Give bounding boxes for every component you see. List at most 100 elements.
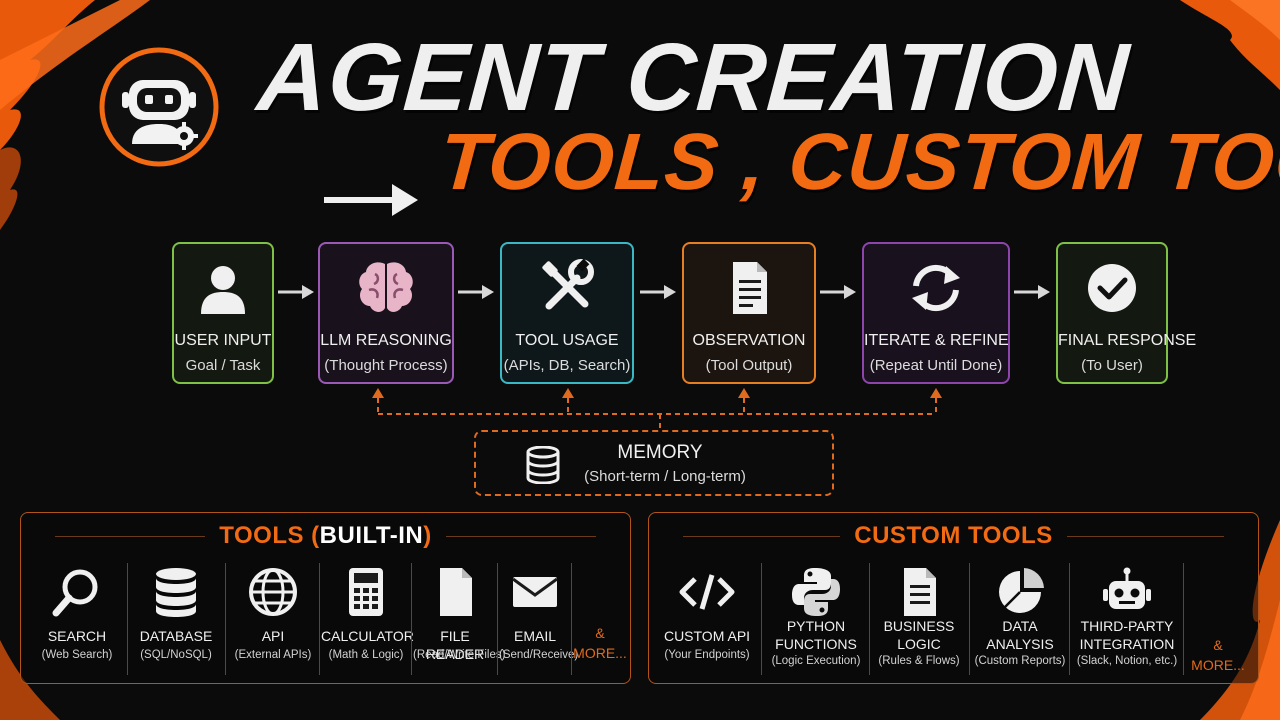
tool-title: FILE READER	[425, 628, 485, 662]
checkmark-icon	[1088, 264, 1136, 312]
flow-step-user-input: USER INPUT Goal / Task	[172, 242, 274, 384]
tool-data-analysis: DATA ANALYSIS (Custom Reports)	[971, 561, 1069, 677]
tool-subtitle: (SQL/NoSQL)	[140, 649, 212, 661]
right-arrow-icon	[324, 184, 418, 216]
divider	[869, 563, 870, 675]
document-icon	[904, 568, 936, 616]
flow-step-subtitle: Goal / Task	[185, 357, 261, 374]
database-icon	[526, 446, 560, 484]
flow-step-title: USER INPUT	[174, 332, 272, 349]
tool-title: EMAIL	[513, 628, 556, 644]
tools-icon	[542, 258, 594, 310]
builtin-tools-title: TOOLS (BUILT-IN)	[219, 522, 432, 549]
divider	[571, 563, 572, 675]
divider	[319, 563, 320, 675]
flow-step-title: LLM REASONING	[320, 332, 452, 349]
brain-icon	[359, 262, 413, 312]
document-icon	[733, 262, 767, 314]
file-icon	[440, 568, 472, 616]
more-tools-label: & MORE...	[1191, 637, 1245, 673]
tool-title: API	[261, 628, 285, 644]
flow-step-subtitle: (Repeat Until Done)	[869, 357, 1003, 374]
flow-step-title: TOOL USAGE	[515, 332, 619, 349]
robot-gear-icon	[99, 47, 219, 167]
tool-business-logic: BUSINESS LOGIC (Rules & Flows)	[871, 561, 967, 677]
flow-step-subtitle: (Thought Process)	[324, 357, 448, 374]
flow-step-tool-usage: TOOL USAGE (APIs, DB, Search)	[500, 242, 634, 384]
tool-database: DATABASE (SQL/NoSQL)	[129, 561, 223, 677]
flow-arrow	[640, 285, 676, 299]
tool-file-reader: FILE READER (Read/Write Files)	[413, 561, 506, 677]
tool-title: PYTHON FUNCTIONS	[775, 618, 857, 652]
divider	[761, 563, 762, 675]
memory-box: MEMORY (Short-term / Long-term)	[474, 430, 834, 496]
divider	[969, 563, 970, 675]
tool-subtitle: (Send/Receive)	[499, 649, 579, 661]
divider	[1183, 563, 1184, 675]
panel-header: TOOLS (BUILT-IN)	[41, 521, 610, 551]
tool-title: DATABASE	[139, 628, 213, 644]
builtin-tools-panel: TOOLS (BUILT-IN) SEARCH (Web Search) DAT…	[20, 512, 631, 684]
tool-title: THIRD-PARTY INTEGRATION	[1079, 618, 1175, 652]
flow-step-llm-reasoning: LLM REASONING (Thought Process)	[318, 242, 454, 384]
flow-step-final-response: FINAL RESPONSE (To User)	[1056, 242, 1197, 384]
tool-title: CALCULATOR	[321, 628, 414, 644]
divider	[411, 563, 412, 675]
title-tools-custom-tools: TOOLS , CUSTOM TOOLS	[436, 117, 1280, 206]
tool-subtitle: (Read/Write Files)	[413, 649, 506, 661]
flow-step-title: OBSERVATION	[692, 332, 806, 349]
pie-chart-icon	[999, 568, 1044, 613]
title-agent-creation: AGENT CREATION	[254, 24, 1133, 131]
divider	[127, 563, 128, 675]
search-icon	[52, 569, 98, 617]
divider	[1069, 563, 1070, 675]
user-icon	[201, 266, 245, 314]
flow-step-title: ITERATE & REFINE	[864, 332, 1009, 349]
divider	[497, 563, 498, 675]
robot-icon	[1103, 567, 1151, 609]
refresh-icon	[912, 264, 960, 312]
flow-arrow	[458, 285, 494, 299]
tool-subtitle: (Slack, Notion, etc.)	[1076, 655, 1178, 667]
memory-subtitle: (Short-term / Long-term)	[584, 468, 746, 485]
flow-step-subtitle: (APIs, DB, Search)	[503, 357, 631, 374]
panel-header: CUSTOM TOOLS	[669, 521, 1238, 551]
tool-api: API (External APIs)	[227, 561, 319, 677]
memory-connector-lines	[372, 388, 942, 430]
tool-subtitle: (External APIs)	[234, 649, 312, 661]
python-icon	[792, 568, 840, 616]
envelope-icon	[512, 577, 558, 607]
flow-step-observation: OBSERVATION (Tool Output)	[682, 242, 816, 384]
divider	[225, 563, 226, 675]
flow-step-subtitle: (To User)	[1081, 357, 1143, 374]
flow-arrow	[820, 285, 856, 299]
memory-title: MEMORY	[617, 442, 703, 463]
flow-arrow	[1014, 285, 1050, 299]
tool-subtitle: (Rules & Flows)	[878, 655, 960, 667]
tool-subtitle: (Logic Execution)	[771, 655, 861, 667]
tool-custom-api: CUSTOM API (Your Endpoints)	[655, 561, 759, 677]
tool-subtitle: (Your Endpoints)	[664, 649, 750, 661]
tool-calculator: CALCULATOR (Math & Logic)	[321, 561, 414, 677]
tool-subtitle: (Math & Logic)	[328, 649, 404, 661]
tool-subtitle: (Web Search)	[41, 649, 113, 661]
tool-python-functions: PYTHON FUNCTIONS (Logic Execution)	[763, 561, 869, 677]
flow-step-title: FINAL RESPONSE	[1058, 332, 1197, 349]
calculator-icon	[349, 568, 383, 616]
flow-step-subtitle: (Tool Output)	[705, 357, 793, 374]
tool-search: SEARCH (Web Search)	[29, 561, 125, 677]
custom-tools-title: CUSTOM TOOLS	[854, 522, 1053, 549]
custom-tools-panel: CUSTOM TOOLS CUSTOM API (Your Endpoints)…	[648, 512, 1259, 684]
tool-third-party-integration: THIRD-PARTY INTEGRATION (Slack, Notion, …	[1071, 561, 1183, 677]
flow-arrow	[278, 285, 314, 299]
tool-title: CUSTOM API	[663, 628, 751, 644]
tool-title: BUSINESS LOGIC	[883, 618, 955, 652]
globe-icon	[249, 568, 297, 616]
tool-title: DATA ANALYSIS	[986, 618, 1054, 652]
tool-email: EMAIL (Send/Receive)	[499, 561, 579, 677]
more-tools-label: & MORE...	[573, 625, 627, 661]
flow-step-iterate-refine: ITERATE & REFINE (Repeat Until Done)	[862, 242, 1010, 384]
code-icon	[679, 574, 735, 610]
tool-title: SEARCH	[47, 628, 107, 644]
tool-subtitle: (Custom Reports)	[974, 655, 1066, 667]
